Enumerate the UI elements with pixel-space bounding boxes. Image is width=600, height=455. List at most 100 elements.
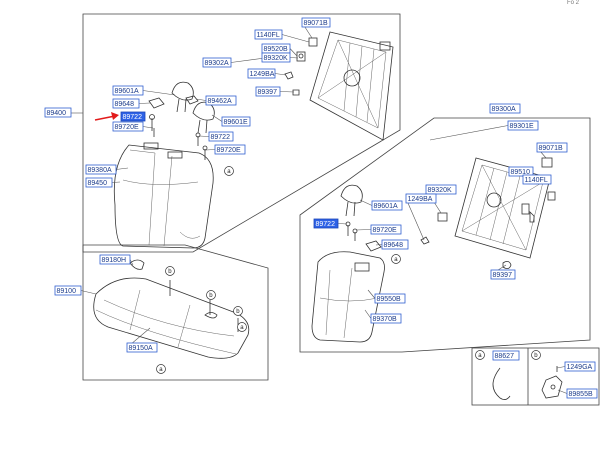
part-label-89720e_a[interactable]: 89720E [112,121,144,132]
part-label-box [507,120,539,131]
part-label-89380a[interactable]: 89380A [85,164,117,175]
part-label-89450[interactable]: 89450 [85,177,113,188]
part-label-89722_b[interactable]: 89722 [208,131,234,142]
callout-b: b [531,350,541,360]
part-number-text: 1140FL [525,177,548,184]
part-label-89722_c[interactable]: 89722 [313,218,339,229]
part-label-89720e_b[interactable]: 89720E [214,144,246,155]
part-number-text: 89855B [569,391,593,398]
part-number-text: 89550B [377,296,401,303]
part-number-text: 89450 [88,180,108,187]
part-number-text: 89510 [511,169,531,176]
part-label-1140fl_b[interactable]: 1140FL [522,174,552,185]
part-label-box [522,174,552,185]
part-number-text: 89320K [264,55,288,62]
part-label-89855b[interactable]: 89855B [566,388,598,399]
part-label-1249ba_a[interactable]: 1249BA [247,68,276,79]
part-label-box [490,269,516,280]
part-label-89720e_c[interactable]: 89720E [370,224,402,235]
part-label-box [126,342,158,353]
part-label-89601a_a[interactable]: 89601A [112,85,144,96]
part-label-88627[interactable]: 88627 [492,350,520,361]
leader-line [142,126,154,129]
part-label-box [254,29,283,40]
part-label-box [44,107,72,118]
callout-letter: b [168,269,172,275]
seatback-cushion-lh [113,142,214,249]
callout-a: a [224,166,234,176]
guide-648-lh [148,97,165,109]
callout-letter: a [394,257,398,263]
part-label-89370b[interactable]: 89370B [370,313,402,324]
part-label-89510[interactable]: 89510 [508,166,534,177]
part-label-89180h[interactable]: 89180H [99,254,131,265]
leader-line [115,167,129,170]
part-label-box [214,144,246,155]
leader-line [281,34,310,43]
part-label-box [508,166,534,177]
part-label-89601a_b[interactable]: 89601A [371,200,403,211]
part-number-text: 89520B [264,46,288,53]
leader-line [429,125,509,141]
part-label-89601e[interactable]: 89601E [221,116,251,127]
part-number-text: 89071B [304,20,328,27]
callout-a: a [391,254,401,264]
part-label-89722_a[interactable]: 89722 [120,111,146,122]
part-number-text: 89301E [510,123,534,130]
part-label-89462a[interactable]: 89462A [205,95,237,106]
part-label-89520b[interactable]: 89520B [261,43,291,54]
headrest-rh [340,184,363,217]
part-number-text: 89180H [102,257,127,264]
part-number-text: 89722 [211,134,231,141]
part-label-89550b[interactable]: 89550B [374,293,406,304]
part-label-89397_b[interactable]: 89397 [490,269,516,280]
part-label-89648_b[interactable]: 89648 [381,239,409,250]
part-number-text: 89601A [115,88,139,95]
headrest-lh-b [192,101,215,134]
part-number-text: 89100 [57,288,77,295]
part-number-text: 89300A [492,106,516,113]
part-label-89397_a[interactable]: 89397 [255,86,281,97]
part-label-89300a[interactable]: 89300A [489,103,521,114]
part-number-text: 89720E [115,124,139,131]
part-label-box [112,121,144,132]
part-label-1140fl_a[interactable]: 1140FL [254,29,283,40]
part-number-text: 1249BA [250,71,275,78]
leader-line [274,73,287,76]
part-label-89301e[interactable]: 89301E [507,120,539,131]
guide-pins-lh [149,114,208,160]
part-label-89302a[interactable]: 89302A [202,57,232,68]
callout-b: b [233,306,243,316]
part-number-text: 1249GA [567,364,593,371]
part-label-1249ba_b[interactable]: 1249BA [405,193,437,204]
part-number-text: 89601E [224,119,248,126]
part-label-89100[interactable]: 89100 [54,285,82,296]
part-label-89648_a[interactable]: 89648 [112,98,140,109]
part-label-89400[interactable]: 89400 [44,107,72,118]
part-label-89320k_b[interactable]: 89320K [425,184,457,195]
callout-letter: a [240,325,244,331]
part-number-text: 89397 [493,272,513,279]
part-number-text: 89302A [205,60,229,67]
leader-line [355,229,372,231]
group-frame-seatback-rh [299,117,591,353]
guide-648-rh [365,240,382,252]
leader-line [375,244,383,246]
part-label-89071b_b[interactable]: 89071B [536,142,568,153]
part-label-89071b_a[interactable]: 89071B [301,17,331,28]
seatback-cushion-rh [311,251,385,343]
part-label-89150a[interactable]: 89150A [126,342,158,353]
highlight-arrow [94,112,119,121]
leader-line [205,149,216,151]
part-label-1249ga[interactable]: 1249GA [564,361,596,372]
part-label-box [566,388,598,399]
part-number-text: 89400 [47,110,67,117]
part-label-89320k_a[interactable]: 89320K [261,52,291,63]
part-number-text: 89071B [539,145,563,152]
part-number-text: 89648 [115,101,135,108]
part-label-box [85,177,113,188]
guide-pins-rh [345,221,358,241]
part-label-box [492,350,520,361]
callout-b: b [165,266,175,276]
